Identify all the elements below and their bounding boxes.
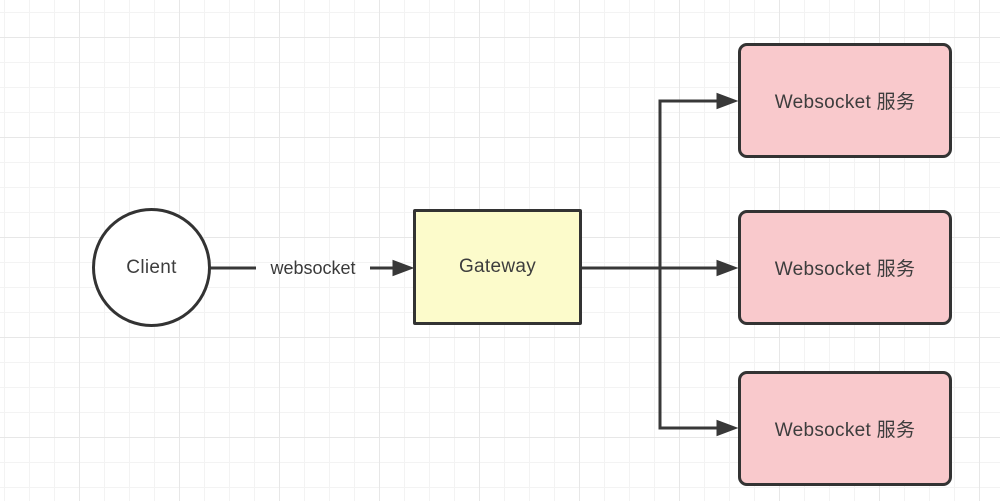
node-websocket-service-3: Websocket 服务: [738, 371, 952, 486]
arrowhead-service2: [716, 259, 739, 277]
arrowhead-service3: [716, 419, 739, 437]
edge-gateway-service3: [658, 268, 739, 437]
node-client: Client: [92, 208, 211, 327]
node-websocket-service-2-label: Websocket 服务: [774, 259, 916, 280]
arrowhead-service1: [716, 92, 739, 110]
arrowhead-gateway: [392, 259, 415, 277]
edge-label-websocket: websocket: [270, 258, 356, 278]
edge-client-gateway: [210, 259, 415, 277]
edge-gateway-service1: [658, 92, 739, 268]
node-websocket-service-3-label: Websocket 服务: [774, 420, 916, 441]
node-client-label: Client: [126, 256, 177, 278]
node-gateway-label: Gateway: [458, 256, 537, 277]
node-websocket-service-1-label: Websocket 服务: [774, 92, 916, 113]
node-gateway: Gateway: [413, 209, 582, 325]
edge-gateway-service2: [582, 259, 739, 277]
node-websocket-service-2: Websocket 服务: [738, 210, 952, 325]
node-websocket-service-1: Websocket 服务: [738, 43, 952, 158]
